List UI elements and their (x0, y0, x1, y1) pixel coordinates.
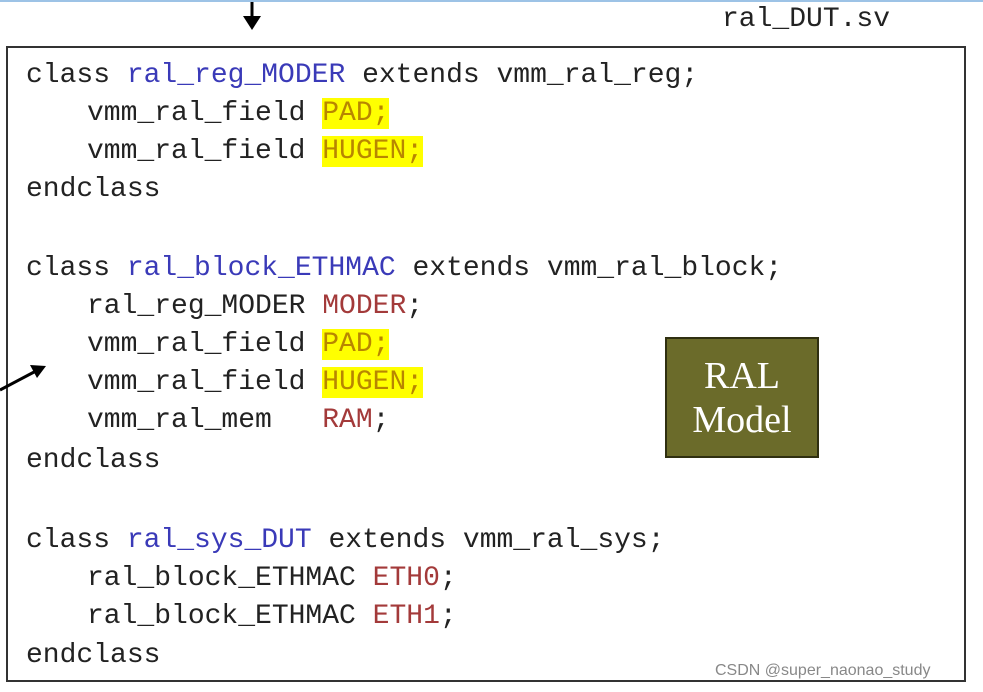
instance-name: PAD (322, 98, 373, 129)
code-line-field-pad: vmm_ral_field PAD; (87, 327, 390, 363)
type-name: vmm_ral_field (87, 136, 323, 167)
type-name: ral_reg_MODER (87, 291, 323, 322)
type-name: vmm_ral_field (87, 367, 323, 398)
keyword: class (26, 253, 127, 284)
class-name: ral_sys_DUT (126, 525, 312, 556)
class-name: ral_reg_MODER (126, 60, 346, 91)
class-name: ral_block_ETHMAC (126, 253, 396, 284)
type-name: vmm_ral_field (87, 329, 323, 360)
semicolon: ; (439, 601, 457, 632)
arrow-pointer-icon (0, 365, 46, 392)
instance-name: HUGEN (322, 136, 407, 167)
type-name: vmm_ral_field (87, 98, 323, 129)
code-line-reg-moder: ral_reg_MODER MODER; (87, 289, 423, 325)
semicolon: ; (372, 98, 390, 129)
instance-name: ETH0 (372, 563, 440, 594)
code-line-mem-ram: vmm_ral_mem RAM; (87, 403, 389, 439)
semicolon: ; (406, 136, 424, 167)
code-line-field-pad: vmm_ral_field PAD; (87, 96, 390, 132)
keyword: class (26, 525, 127, 556)
type-name: ral_block_ETHMAC (87, 563, 373, 594)
highlight-pad: PAD; (322, 98, 390, 129)
code-panel: class ral_reg_MODER extends vmm_ral_reg;… (6, 46, 966, 682)
semicolon: ; (372, 405, 390, 436)
instance-name: RAM (322, 405, 373, 436)
semicolon: ; (406, 291, 424, 322)
extends-clause: extends vmm_ral_reg; (345, 60, 699, 91)
semicolon: ; (406, 367, 424, 398)
watermark: CSDN @super_naonao_study (715, 662, 931, 679)
model-box-line-1: RAL (704, 354, 780, 397)
file-name-label: ral_DUT.sv (722, 4, 891, 35)
highlight-hugen: HUGEN; (322, 136, 424, 167)
type-name: vmm_ral_mem (87, 405, 323, 436)
code-line-endclass: endclass (26, 445, 161, 476)
instance-name: ETH1 (372, 601, 440, 632)
extends-clause: extends vmm_ral_sys; (311, 525, 665, 556)
code-line-block-eth0: ral_block_ETHMAC ETH0; (87, 561, 457, 597)
keyword: class (26, 60, 127, 91)
instance-name: MODER (322, 291, 407, 322)
instance-name: HUGEN (322, 367, 407, 398)
highlight-pad: PAD; (322, 329, 390, 360)
arrow-down-icon (243, 2, 261, 30)
top-divider (0, 0, 983, 2)
type-name: ral_block_ETHMAC (87, 601, 373, 632)
code-line-endclass: endclass (26, 174, 161, 205)
semicolon: ; (439, 563, 457, 594)
instance-name: PAD (322, 329, 373, 360)
code-line-endclass: endclass (26, 640, 161, 671)
highlight-hugen: HUGEN; (322, 367, 424, 398)
semicolon: ; (372, 329, 390, 360)
code-line-field-hugen: vmm_ral_field HUGEN; (87, 134, 424, 170)
code-line-field-hugen: vmm_ral_field HUGEN; (87, 365, 424, 401)
code-line-class-sys: class ral_sys_DUT extends vmm_ral_sys; (26, 523, 665, 559)
extends-clause: extends vmm_ral_block; (395, 253, 783, 284)
code-line-class-reg: class ral_reg_MODER extends vmm_ral_reg; (26, 58, 698, 94)
model-box-line-2: Model (692, 398, 792, 441)
code-line-class-block: class ral_block_ETHMAC extends vmm_ral_b… (26, 251, 782, 287)
code-line-block-eth1: ral_block_ETHMAC ETH1; (87, 599, 457, 635)
ral-model-box: RAL Model (665, 337, 819, 458)
